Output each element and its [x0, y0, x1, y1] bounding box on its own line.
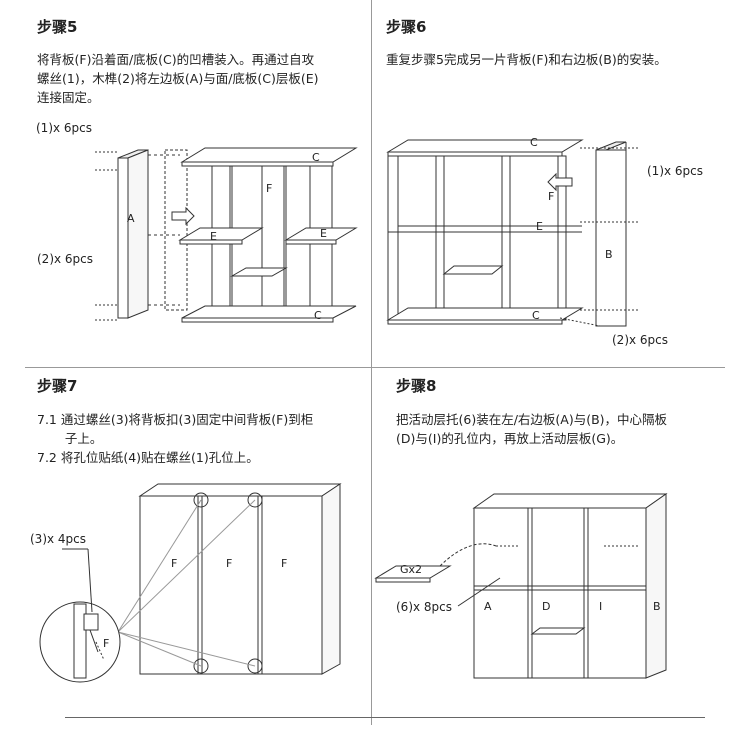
- top-panel-c: [386, 139, 584, 153]
- part-label-c-top: C: [530, 136, 538, 149]
- step-5-line: 将背板(F)沿着面/底板(C)的凹槽装入。再通过自攻: [37, 52, 315, 67]
- part-label-e-left: E: [210, 230, 217, 243]
- step-5-line: 螺丝(1)，木榫(2)将左边板(A)与面/底板(C)层板(E): [37, 71, 319, 86]
- dowel-2-callout: (2)x 6pcs: [37, 252, 94, 266]
- screw-3-callout: (3)x 4pcs: [30, 532, 87, 546]
- part-label-f-middle: F: [226, 557, 233, 570]
- part-label-f-left: F: [171, 557, 178, 570]
- step-8-diagram: [374, 493, 668, 679]
- step-6-line: 重复步骤5完成另一片背板(F)和右边板(B)的安装。: [386, 52, 667, 67]
- part-label-f-zoom: F: [103, 637, 110, 650]
- insert-arrow: [547, 172, 573, 192]
- step-6-diagram: [386, 139, 640, 327]
- part-label-a: A: [127, 212, 135, 225]
- vertical-divider: [371, 0, 372, 725]
- step-5-line: 连接固定。: [37, 90, 100, 105]
- bottom-panel-c: [181, 305, 357, 319]
- left-panel-a-side: [127, 149, 149, 319]
- step-7-line: 7.2 将孔位贴纸(4)贴在螺丝(1)孔位上。: [37, 450, 259, 465]
- step-6-instructions: 重复步骤5完成另一片背板(F)和右边板(B)的安装。: [386, 50, 667, 69]
- part-label-d: D: [542, 600, 551, 613]
- shelf-g-callout: Gx2: [400, 563, 423, 576]
- back-panel-f-outline: [164, 149, 188, 311]
- step-8-line: (D)与(I)的孔位内，再放上活动层板(G)。: [396, 431, 624, 446]
- step-7-instructions: 7.1 通过螺丝(3)将背板扣(3)固定中间背板(F)到柜 子上。 7.2 将孔…: [37, 410, 313, 467]
- top-panel-c: [180, 147, 358, 163]
- screw-1-callout: (1)x 6pcs: [36, 121, 93, 135]
- bottom-divider: [65, 717, 705, 718]
- step-7-title: 步骤7: [37, 377, 78, 395]
- step-5-diagram: [95, 147, 358, 323]
- part-label-a: A: [484, 600, 492, 613]
- part-label-i: I: [599, 600, 603, 613]
- step-8-line: 把活动层托(6)装在左/右边板(A)与(B)，中心隔板: [396, 412, 668, 427]
- shelf-pin-6-callout: (6)x 8pcs: [396, 600, 453, 614]
- step-5-instructions: 将背板(F)沿着面/底板(C)的凹槽装入。再通过自攻 螺丝(1)，木榫(2)将左…: [37, 50, 319, 107]
- right-panel-b-face: [595, 149, 627, 327]
- horizontal-divider: [25, 367, 725, 368]
- part-label-e-right: E: [320, 227, 327, 240]
- part-label-c-bottom: C: [532, 309, 540, 322]
- left-panel-a: [117, 149, 149, 159]
- screw-1-callout: (1)x 6pcs: [647, 164, 704, 178]
- part-label-b: B: [605, 248, 613, 261]
- part-label-f: F: [548, 190, 555, 203]
- step-8-title: 步骤8: [396, 377, 437, 395]
- step-7-line: 子上。: [37, 431, 103, 446]
- part-label-c-top: C: [312, 151, 320, 164]
- part-label-e: E: [536, 220, 543, 233]
- step-5-title: 步骤5: [37, 18, 78, 36]
- insert-arrow: [171, 206, 195, 226]
- part-label-b: B: [653, 600, 661, 613]
- bottom-panel-c: [386, 307, 584, 321]
- part-label-f: F: [266, 182, 273, 195]
- step-6-title: 步骤6: [386, 18, 427, 36]
- step-8-instructions: 把活动层托(6)装在左/右边板(A)与(B)，中心隔板 (D)与(I)的孔位内，…: [396, 410, 667, 448]
- shelf-e-left: [178, 227, 264, 241]
- part-label-f-right: F: [281, 557, 288, 570]
- part-label-c-bottom: C: [314, 309, 322, 322]
- right-panel-b: [595, 141, 627, 151]
- step-7-diagram: [39, 483, 342, 683]
- dowel-2-callout: (2)x 6pcs: [612, 333, 669, 347]
- step-7-line: 7.1 通过螺丝(3)将背板扣(3)固定中间背板(F)到柜: [37, 412, 314, 427]
- left-panel-a-face: [117, 157, 129, 319]
